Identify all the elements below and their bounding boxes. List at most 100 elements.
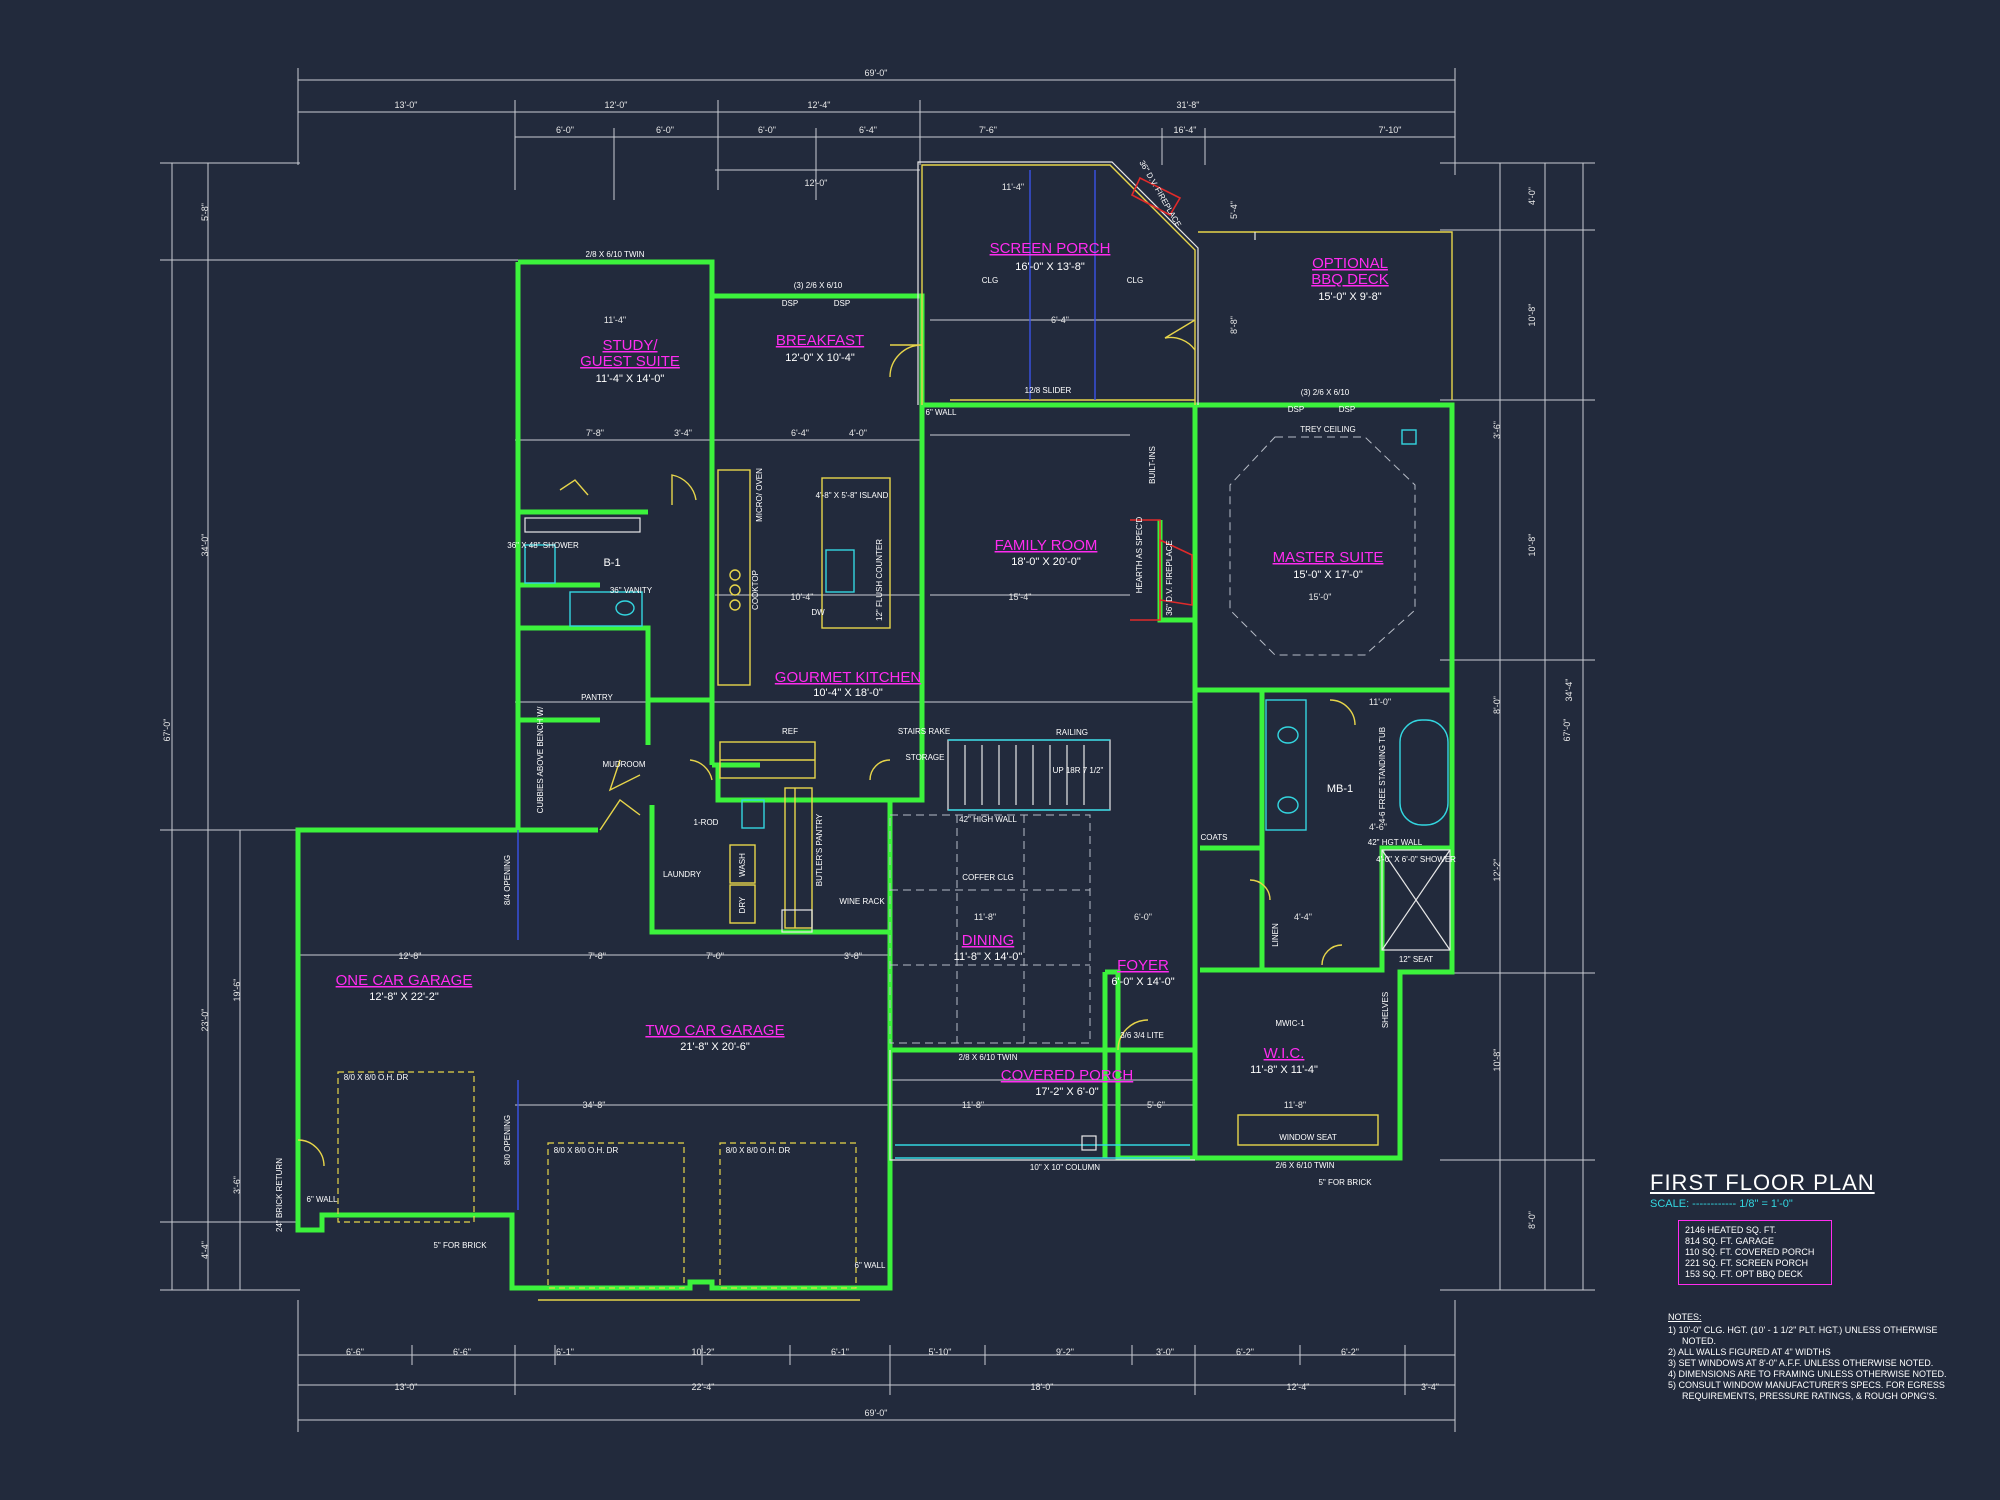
fixture-label: WINDOW SEAT bbox=[1279, 1133, 1337, 1142]
window-label: (3) 2/6 X 6/10 bbox=[794, 281, 843, 290]
interior-dim: 3'-4" bbox=[674, 428, 692, 438]
bottom-dim: 6'-1" bbox=[556, 1347, 574, 1357]
bath-label: B-1 bbox=[603, 557, 620, 569]
bbq-deck bbox=[1198, 231, 1453, 400]
interior-dim: 10'-4" bbox=[791, 592, 814, 602]
interior-dim: 4'-6" bbox=[1369, 822, 1387, 832]
top-dim: 12'-4" bbox=[808, 100, 831, 110]
interior-dim: 4'-4" bbox=[1294, 912, 1312, 922]
note-item: 4) DIMENSIONS ARE TO FRAMING UNLESS OTHE… bbox=[1668, 1369, 1947, 1379]
bath-label: MB-1 bbox=[1327, 783, 1353, 795]
top-dim: 7'-10" bbox=[1379, 125, 1402, 135]
bottom-dim: 6'-2" bbox=[1236, 1347, 1254, 1357]
area-line: 221 SQ. FT. SCREEN PORCH bbox=[1685, 1258, 1809, 1268]
ceiling-label: COFFER CLG bbox=[962, 873, 1014, 882]
room-size: 21'-8" X 20'-6" bbox=[680, 1041, 750, 1053]
top-dim: 6'-4" bbox=[859, 125, 877, 135]
bottom-dim: 10'-2" bbox=[692, 1347, 715, 1357]
window-label: (3) 2/6 X 6/10 bbox=[1301, 388, 1350, 397]
window-label: 2/8 X 6/10 TWIN bbox=[586, 250, 645, 259]
window-label: 2/6 X 6/10 TWIN bbox=[1276, 1161, 1335, 1170]
area-line: 814 SQ. FT. GARAGE bbox=[1685, 1236, 1775, 1246]
interior-dim: 11'-4" bbox=[1002, 182, 1024, 192]
room-size: 11'-4" X 14'-0" bbox=[596, 373, 665, 385]
fixture-label: DW bbox=[811, 608, 825, 617]
counter-label: 12" FLUSH COUNTER bbox=[875, 539, 884, 621]
overall-width-top: 69'-0" bbox=[865, 68, 888, 78]
wall-label: 6" WALL bbox=[307, 1195, 339, 1204]
room-name: STUDY/ bbox=[602, 337, 658, 354]
fixture-label: REF bbox=[782, 727, 798, 736]
interior-dim: 11'-8" bbox=[974, 912, 996, 922]
right-dim: 10'-8" bbox=[1492, 1049, 1502, 1072]
room-label: LAUNDRY bbox=[663, 870, 702, 879]
room-size: 12'-0" X 10'-4" bbox=[785, 352, 855, 364]
top-dim: 13'-0" bbox=[395, 100, 418, 110]
master-trey-ceiling bbox=[1229, 436, 1416, 656]
built-in-label: BUILT-INS bbox=[1148, 446, 1157, 484]
room-size: 17'-2" X 6'-0" bbox=[1035, 1086, 1098, 1098]
wall-label: 6" WALL bbox=[855, 1261, 887, 1270]
fixture-label: SHELVES bbox=[1381, 992, 1390, 1028]
room-name: BBQ DECK bbox=[1311, 271, 1389, 288]
fixture-label: 4'-8" X 5'-8" ISLAND bbox=[816, 491, 889, 500]
room-labels: SCREEN PORCH 16'-0" X 13'-8" OPTIONAL BB… bbox=[336, 240, 1389, 1098]
right-dim: 10'-8" bbox=[1527, 534, 1537, 557]
top-dim: 6'-0" bbox=[758, 125, 776, 135]
room-label: MUDROOM bbox=[602, 760, 645, 769]
dimension-lines bbox=[160, 68, 1595, 1432]
window-label: DSP bbox=[782, 299, 798, 308]
note-item: 1) 10'-0" CLG. HGT. (10' - 1 1/2" PLT. H… bbox=[1668, 1325, 1938, 1346]
fixture-label: 4-6 FREE STANDING TUB bbox=[1378, 727, 1387, 823]
room-name: SCREEN PORCH bbox=[990, 240, 1111, 257]
note-item: 3) SET WINDOWS AT 8'-0" A.F.F. UNLESS OT… bbox=[1668, 1358, 1934, 1368]
interior-dim: 6'-4" bbox=[791, 428, 809, 438]
left-dim: 19'-6" bbox=[232, 979, 242, 1002]
interior-dim: 5'-6" bbox=[1147, 1100, 1165, 1110]
garage-door-label: 8/0 X 8/0 O.H. DR bbox=[726, 1146, 791, 1155]
bottom-dim: 6'-1" bbox=[831, 1347, 849, 1357]
bottom-dim: 22'-4" bbox=[692, 1382, 715, 1392]
kitchen-fixtures bbox=[717, 469, 891, 933]
bench-label: CUBBIES ABOVE BENCH W/ bbox=[536, 706, 545, 813]
note-item: 2) ALL WALLS FIGURED AT 4" WIDTHS bbox=[1668, 1347, 1831, 1357]
fireplace-icon bbox=[1130, 176, 1182, 217]
fireplace-label: 36" D.V. FIREPLACE bbox=[1165, 540, 1174, 615]
room-size: 11'-8" X 14'-0" bbox=[954, 951, 1023, 963]
left-dim: 5'-8" bbox=[200, 203, 210, 221]
room-name: ONE CAR GARAGE bbox=[336, 972, 473, 989]
right-dim: 8'-0" bbox=[1492, 696, 1502, 714]
right-dim: 34'-4" bbox=[1564, 679, 1574, 702]
stair-label: STAIRS RAKE bbox=[898, 727, 950, 736]
bottom-dim: 3'-4" bbox=[1421, 1382, 1439, 1392]
fixture-label: COOKTOP bbox=[751, 570, 760, 610]
misc-labels: B-1 MB-1 MUDROOM LAUNDRY MWIC-1 PANTRY S… bbox=[275, 159, 1456, 1270]
bottom-dim: 6'-2" bbox=[1341, 1347, 1359, 1357]
interior-dim: 11'-0" bbox=[1369, 697, 1391, 707]
fixture-label: 12" SEAT bbox=[1399, 955, 1433, 964]
room-name: MASTER SUITE bbox=[1273, 549, 1384, 566]
room-name: W.I.C. bbox=[1264, 1045, 1305, 1062]
door-swings bbox=[297, 319, 1356, 1167]
dimension-labels: 69'-0" 69'-0" 67'-0" 67'-0" 13'-0" 12'-0… bbox=[162, 68, 1574, 1418]
room-size: 15'-0" X 9'-8" bbox=[1318, 291, 1381, 303]
left-dim: 34'-0" bbox=[200, 534, 210, 557]
wall-label: 42" HGT WALL bbox=[1368, 838, 1423, 847]
opening-label: 8/0 OPENING bbox=[503, 1115, 512, 1165]
clg-label: CLG bbox=[1127, 276, 1143, 285]
top-dim: 6'-0" bbox=[656, 125, 674, 135]
interior-dim: 7'-8" bbox=[586, 428, 604, 438]
interior-dim: 3'-8" bbox=[844, 951, 862, 961]
interior-dim: 11'-8" bbox=[962, 1100, 984, 1110]
bottom-dim: 12'-4" bbox=[1287, 1382, 1310, 1392]
fixture-label: MICRO/ OVEN bbox=[755, 468, 764, 522]
stairs bbox=[947, 739, 1111, 811]
room-size: 15'-0" X 17'-0" bbox=[1293, 569, 1363, 581]
bottom-dim: 9'-2" bbox=[1056, 1347, 1074, 1357]
bottom-dim: 18'-0" bbox=[1031, 1382, 1054, 1392]
room-size: 16'-0" X 13'-8" bbox=[1015, 261, 1085, 273]
wall-label: 42" HIGH WALL bbox=[959, 815, 1017, 824]
room-name: DINING bbox=[962, 932, 1015, 949]
brick-label: 24" BRICK RETURN bbox=[275, 1158, 284, 1232]
